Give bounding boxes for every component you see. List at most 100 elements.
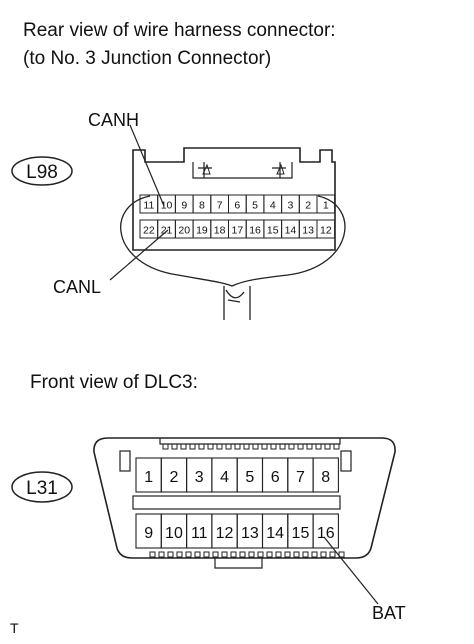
dlc3-tooth xyxy=(225,443,232,450)
dlc3-tooth xyxy=(320,551,327,558)
dlc3-bottom-teeth xyxy=(149,551,345,558)
dlc3-tooth xyxy=(270,443,277,450)
dlc3-tooth xyxy=(275,551,282,558)
dlc3-pin-bottom-number: 15 xyxy=(292,525,310,542)
dlc3-tooth xyxy=(338,551,345,558)
dlc3-tooth xyxy=(329,551,336,558)
dlc3-tooth xyxy=(288,443,295,450)
dlc3-tooth xyxy=(311,551,318,558)
l98-pin-bottom-number: 15 xyxy=(267,225,279,237)
dlc3-pin-bottom-number: 12 xyxy=(216,525,234,542)
l98-pin-bottom-number: 22 xyxy=(143,225,155,237)
canl-label: CANL xyxy=(53,277,102,297)
canl-leader xyxy=(109,229,169,281)
dlc3-tooth xyxy=(162,443,169,450)
l98-pin-top-number: 9 xyxy=(181,200,187,212)
dlc3-bottom-key xyxy=(214,558,263,569)
dlc3-tooth xyxy=(306,443,313,450)
dlc3-top-ridge xyxy=(159,438,341,445)
dlc3-tooth xyxy=(230,551,237,558)
dlc3-tooth xyxy=(324,443,331,450)
dlc3-divider-bar xyxy=(132,495,341,510)
dlc3-tooth xyxy=(239,551,246,558)
l98-pin-top-number: 4 xyxy=(270,200,276,212)
dlc3-pin-top-number: 5 xyxy=(245,469,254,486)
dlc3-right-slot xyxy=(340,450,352,472)
dlc3-tooth xyxy=(189,443,196,450)
dlc3-tooth xyxy=(252,443,259,450)
footer-mark: T xyxy=(10,620,19,636)
l98-pin-bottom-number: 19 xyxy=(196,225,208,237)
canh-leader xyxy=(129,124,165,207)
l98-id-text: L98 xyxy=(26,162,58,183)
l98-pin-top-number: 10 xyxy=(161,200,173,212)
dlc3-pin-top-number: 6 xyxy=(271,469,280,486)
l98-pin-top-number: 6 xyxy=(234,200,240,212)
l98-pin-top-number: 1 xyxy=(323,200,329,212)
l98-wire-loop xyxy=(120,195,346,287)
l98-pin-bottom-number: 14 xyxy=(285,225,297,237)
dlc3-tooth xyxy=(212,551,219,558)
dlc3-tooth xyxy=(297,443,304,450)
dlc3-tooth xyxy=(333,443,340,450)
dlc3-pin-top-number: 7 xyxy=(296,469,305,486)
dlc3-caption: Front view of DLC3: xyxy=(30,372,198,393)
dlc3-tooth xyxy=(315,443,322,450)
dlc3-tooth xyxy=(234,443,241,450)
dlc3-tooth xyxy=(221,551,228,558)
l98-latch xyxy=(192,162,293,179)
bat-leader xyxy=(323,536,379,605)
dlc3-tooth xyxy=(149,551,156,558)
l31-id-oval xyxy=(11,471,73,503)
dlc3-tooth xyxy=(266,551,273,558)
dlc3-left-slot xyxy=(119,450,131,472)
l98-pin-top-number: 3 xyxy=(288,200,294,212)
dlc3-tooth xyxy=(171,443,178,450)
dlc3-housing xyxy=(93,437,396,559)
dlc3-tooth xyxy=(207,443,214,450)
dlc3-pin-top-number: 2 xyxy=(169,469,178,486)
dlc3-tooth xyxy=(216,443,223,450)
l98-pin-top-number: 7 xyxy=(217,200,223,212)
l98-pin-bottom-number: 16 xyxy=(249,225,261,237)
l98-id-oval xyxy=(11,156,73,186)
dlc3-tooth xyxy=(248,551,255,558)
dlc3-pin-bottom-number: 16 xyxy=(317,525,335,542)
l98-pin-top-number: 11 xyxy=(143,200,154,212)
l98-pin-bottom-number: 17 xyxy=(232,225,244,237)
dlc3-tooth xyxy=(302,551,309,558)
l98-pin-bottom-cell xyxy=(316,219,336,239)
dlc3-pin-top-number: 8 xyxy=(321,469,330,486)
dlc3-tooth xyxy=(257,551,264,558)
l98-pin-top-number: 8 xyxy=(199,200,205,212)
l98-pin-bottom-number: 20 xyxy=(178,225,190,237)
l98-pin-bottom-number: 18 xyxy=(214,225,226,237)
dlc3-tooth xyxy=(284,551,291,558)
canh-label: CANH xyxy=(88,110,140,130)
dlc3-tooth xyxy=(176,551,183,558)
dlc3-pin-bottom-number: 11 xyxy=(191,525,208,542)
l98-pin-top-number: 5 xyxy=(252,200,258,212)
l98-wire-bundle xyxy=(223,286,251,320)
dlc3-tooth xyxy=(158,551,165,558)
dlc3-tooth xyxy=(243,443,250,450)
l98-pin-grid: 11109876543212221201918171615141312 xyxy=(139,194,336,239)
dlc3-pin-top-number: 1 xyxy=(144,469,153,486)
dlc3-top-teeth xyxy=(162,443,340,450)
l98-pin-bottom-number: 12 xyxy=(320,225,332,237)
dlc3-tooth xyxy=(167,551,174,558)
connector-caption-line1: Rear view of wire harness connector: xyxy=(23,20,336,41)
dlc3-pin-bottom-number: 13 xyxy=(241,525,259,542)
l98-pin-top-number: 2 xyxy=(305,200,311,212)
dlc3-pin-top-number: 4 xyxy=(220,469,229,486)
dlc3-tooth xyxy=(194,551,201,558)
dlc3-tooth xyxy=(180,443,187,450)
bat-label: BAT xyxy=(372,603,406,623)
dlc3-tooth xyxy=(203,551,210,558)
dlc3-pin-bottom-number: 10 xyxy=(165,525,183,542)
dlc3-tooth xyxy=(293,551,300,558)
dlc3-tooth xyxy=(261,443,268,450)
dlc3-pin-top-cell xyxy=(312,457,339,493)
